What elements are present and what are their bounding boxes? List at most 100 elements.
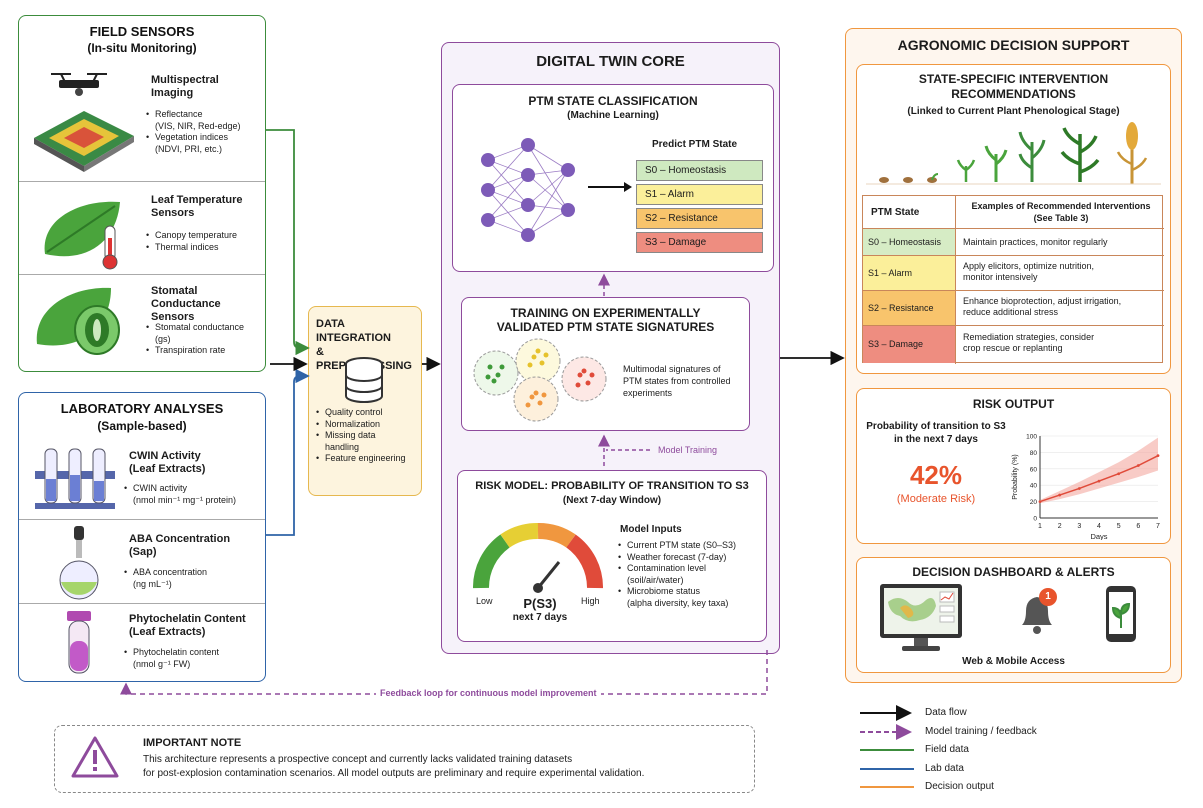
divider: [955, 255, 1164, 256]
chart-y-tick-label: 0: [1033, 516, 1037, 523]
chart-y-tick-label: 40: [1030, 483, 1038, 490]
chart-point: [1077, 487, 1081, 490]
bullet: Feature engineering: [316, 453, 420, 465]
bullet: Contamination level (soil/air/water): [618, 563, 764, 586]
monitor-map-icon: [880, 584, 962, 651]
legend-field-data: Field data: [925, 744, 969, 755]
bullet: Normalization: [316, 419, 420, 431]
state-s0: S0 – Homeostasis: [636, 160, 763, 181]
chart-x-tick-label: 7: [1156, 523, 1160, 530]
legend-model-training: Model training / feedback: [925, 726, 1037, 737]
leaf-temp-heading: Leaf Temperature Sensors: [151, 194, 243, 219]
table-cell-intervention: Maintain practices, monitor regularly: [963, 237, 1108, 247]
table-cell-state: S3 – Damage: [868, 339, 924, 349]
chart-y-tick-label: 80: [1030, 450, 1038, 457]
web-mobile-access: Web & Mobile Access: [962, 656, 1065, 667]
bullet: Phytochelatin content (nmol g⁻¹ FW): [124, 647, 264, 670]
stomatal-bullets: Stomatal conductance (gs) Transpiration …: [146, 322, 264, 357]
chart-x-tick-label: 2: [1058, 523, 1062, 530]
chart-y-tick-label: 60: [1030, 466, 1038, 473]
field-sensors-subtitle: (In-situ Monitoring): [87, 41, 197, 55]
risk-prob-text: Probability of transition to S3 in the n…: [866, 421, 1006, 445]
divider: [19, 274, 265, 275]
chart-point: [1136, 464, 1140, 467]
gauge-sublabel: next 7 days: [512, 612, 568, 623]
integration-panel: DATA INTEGRATION & PREPROCESSING Quality…: [308, 306, 422, 496]
classification-title: PTM STATE CLASSIFICATION: [528, 94, 698, 108]
gauge-icon: [473, 523, 603, 593]
aba-bullets: ABA concentration (ng mL⁻¹): [124, 567, 264, 590]
bullet: Stomatal conductance (gs): [146, 322, 264, 345]
feedback-loop-label: Feedback loop for continuous model impro…: [376, 688, 601, 698]
state-s1: S1 – Alarm: [636, 184, 763, 205]
chart-y-tick-label: 100: [1026, 434, 1037, 441]
dashboard-title: DECISION DASHBOARD & ALERTS: [912, 565, 1115, 579]
legend-lines: [860, 705, 914, 788]
bullet: Microbiome status (alpha diversity, key …: [618, 586, 764, 609]
bell-alert-icon: [1022, 588, 1057, 634]
bullet: Weather forecast (7-day): [618, 552, 764, 564]
stomatal-heading: Stomatal Conductance Sensors: [151, 285, 221, 323]
multispectral-bullets: Reflectance (VIS, NIR, Red-edge) Vegetat…: [146, 109, 264, 155]
cwin-bullets: CWIN activity (nmol min⁻¹ mg⁻¹ protein): [124, 483, 264, 506]
state-s3: S3 – Damage: [636, 232, 763, 253]
phytochelatin-heading: Phytochelatin Content (Leaf Extracts): [129, 613, 246, 638]
database-icon: [345, 357, 383, 403]
table-cell-state: S1 – Alarm: [868, 268, 913, 278]
warning-triangle-icon: [71, 736, 119, 778]
risk-model-subtitle: (Next 7-day Window): [562, 495, 662, 506]
drone-multispectral-icon: [34, 73, 134, 172]
risk-level-label: (Moderate Risk): [896, 493, 976, 505]
bullet: Transpiration rate: [146, 345, 264, 357]
table-column-divider: [955, 196, 956, 364]
chart-x-tick-label: 1: [1038, 523, 1042, 530]
chart-point: [1097, 479, 1101, 483]
aba-heading: ABA Concentration (Sap): [129, 533, 231, 558]
divider: [19, 603, 265, 604]
important-note-box: [54, 725, 755, 793]
field-sensors-title: FIELD SENSORS: [89, 24, 195, 39]
legend-lab-data: Lab data: [925, 763, 964, 774]
legend-data-flow: Data flow: [925, 707, 967, 718]
table-cell-intervention: Remediation strategies, consider crop re…: [963, 332, 1095, 353]
chart-y-tick-label: 20: [1030, 499, 1038, 506]
divider: [19, 181, 265, 182]
recommendations-subtitle: (Linked to Current Plant Phenological St…: [907, 106, 1120, 117]
lab-analyses-subtitle: (Sample-based): [97, 419, 187, 433]
chart-x-axis-label: Days: [1090, 532, 1107, 540]
recommendations-title: STATE-SPECIFIC INTERVENTION RECOMMENDATI…: [918, 72, 1109, 101]
classification-subtitle: (Machine Learning): [567, 110, 659, 121]
table-cell-intervention: Apply elicitors, optimize nutrition, mon…: [963, 261, 1095, 282]
intervention-table: PTM State Examples of Recommended Interv…: [862, 195, 1164, 364]
chart-x-tick-label: 6: [1136, 523, 1140, 530]
table-header-state: PTM State: [871, 207, 920, 218]
leaf-temp-bullets: Canopy temperature Thermal indices: [146, 230, 264, 253]
chart-point: [1058, 493, 1062, 497]
phytochelatin-bullets: Phytochelatin content (nmol g⁻¹ FW): [124, 647, 264, 670]
bullet: Vegetation indices (NDVI, PRI, etc.): [146, 132, 264, 155]
model-training-label: Model Training: [658, 445, 718, 455]
chart-x-tick-label: 3: [1077, 523, 1081, 530]
chart-point: [1117, 472, 1121, 476]
smartphone-plant-icon: [1106, 586, 1136, 642]
test-tubes-icon: [35, 448, 115, 509]
gauge-label: P(S3): [523, 596, 557, 611]
note-title: IMPORTANT NOTE: [143, 737, 242, 749]
leaf-thermometer-icon: [44, 201, 121, 270]
risk-value: 42%: [909, 460, 963, 490]
bullet: Current PTM state (S0–S3): [618, 540, 764, 552]
table-header-interventions: Examples of Recommended Interventions (S…: [971, 201, 1151, 223]
legend-decision-output: Decision output: [925, 781, 994, 792]
table-cell-state: S0 – Homeostasis: [868, 237, 942, 247]
chart-x-tick-label: 4: [1097, 523, 1101, 530]
chart-confidence-band: [1040, 437, 1158, 504]
classify-arrow: [588, 182, 632, 192]
neural-network-icon: [481, 138, 575, 242]
cwin-heading: CWIN Activity (Leaf Extracts): [129, 450, 206, 475]
decision-title: AGRONOMIC DECISION SUPPORT: [897, 37, 1130, 53]
training-title: TRAINING ON EXPERIMENTALLY VALIDATED PTM…: [496, 306, 715, 334]
table-cell-intervention: Enhance bioprotection, adjust irrigation…: [963, 296, 1122, 317]
divider: [19, 519, 265, 520]
